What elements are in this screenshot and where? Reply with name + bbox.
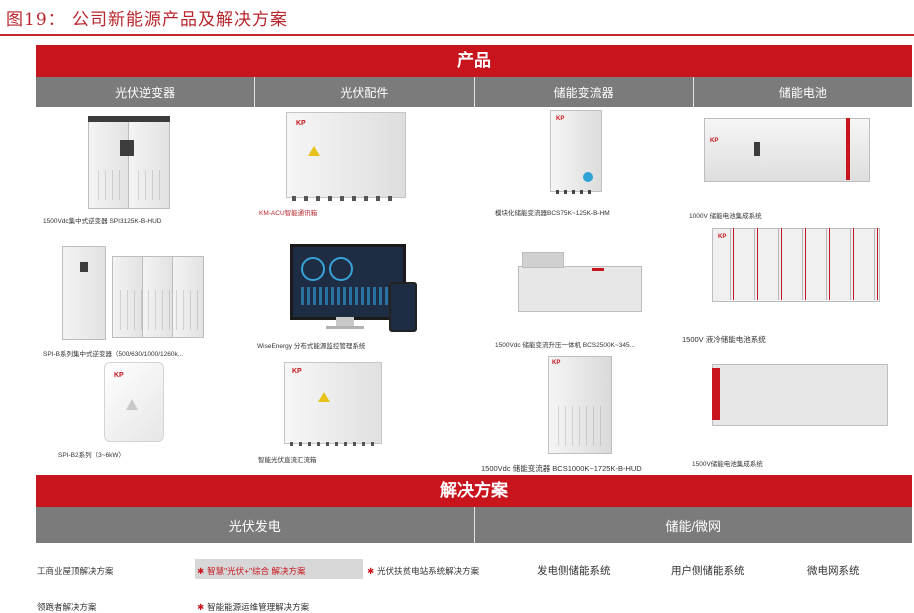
pcs-cabinet-body [548, 356, 612, 454]
battery-container-body [704, 118, 870, 182]
monitor-screen [290, 244, 406, 320]
bullet-star-icon: ✱ [367, 566, 375, 576]
category-storage-pcs: 储能变流器 [475, 77, 694, 107]
solution-microgrid: 微电网系统 [807, 565, 860, 577]
inverter-top-cap [88, 116, 170, 122]
caption-pcs-container: 1500Vdc 储能变流升压一体机 BCS2500K~345... [495, 342, 635, 349]
dashboard-gauge-icon [301, 257, 325, 281]
solution-commercial-rooftop: 工商业屋顶解决方案 [37, 565, 114, 577]
solution-category-bar: 光伏发电 储能/微网 [36, 507, 912, 543]
brand-stripe [592, 268, 604, 271]
warning-icon [318, 392, 330, 402]
category-storage-microgrid: 储能/微网 [665, 518, 722, 534]
brand-logo: KP [718, 234, 727, 240]
brand-stripe [712, 368, 720, 420]
caption-wiseenergy: WiseEnergy 分布式能源监控管理系统 [257, 343, 366, 350]
inverter-tall-cabinet [62, 246, 106, 340]
products-banner: 产品 [36, 45, 912, 77]
category-pv-accessories: 光伏配件 [255, 77, 475, 107]
figure-title: 图19： 公司新能源产品及解决方案 [6, 10, 289, 30]
brand-logo: KP [114, 372, 124, 379]
container-door-handle [754, 142, 760, 156]
brand-logo: KP [710, 138, 719, 144]
caption-spi-b-inverter: SPI-B系列集中式逆变器（500/630/1000/1260k... [43, 351, 184, 358]
dashboard-chart [301, 287, 391, 305]
solution-user-side-storage: 用户侧储能系统 [671, 565, 745, 577]
status-light-icon [583, 172, 593, 182]
battery-container-body [712, 364, 888, 426]
solution-label: 光伏扶贫电站系统解决方案 [377, 566, 480, 576]
solution-top-runner: 领跑者解决方案 [37, 601, 97, 613]
caption-spi-b2-inverter: SPI-B2系列（3~6kW） [58, 452, 126, 459]
solutions-banner: 解决方案 [36, 475, 912, 507]
brand-logo: KP [296, 120, 306, 127]
product-category-bar: 光伏逆变器 光伏配件 储能变流器 储能电池 [36, 77, 912, 107]
solution-generation-side-storage: 发电侧储能系统 [537, 565, 611, 577]
caption-modular-pcs: 模块化储能变流器BCS75K~125K-B-HM [495, 210, 610, 217]
caption-battery-1500v: 1500V储能电池集成系统 [692, 461, 763, 468]
cable-glands [290, 442, 374, 446]
cabinet-vent [552, 406, 606, 446]
solution-label: 智慧"光伏+"综合 解决方案 [207, 566, 306, 576]
inverter-cabinet [172, 256, 204, 338]
inverter-screen [80, 262, 88, 272]
inverter-vent [92, 170, 126, 200]
inverter-cabinet-left [88, 119, 130, 209]
pcs-unit-body [550, 110, 602, 192]
brand-logo: KP [292, 368, 302, 375]
caption-acu-box: KM-ACU智能通讯箱 [259, 210, 318, 217]
solution-poverty-alleviation: ✱光伏扶贫电站系统解决方案 [367, 565, 479, 577]
category-storage-battery: 储能电池 [778, 85, 827, 100]
inverter-cabinet [142, 256, 174, 338]
category-pv-generation: 光伏发电 [36, 507, 475, 543]
status-indicator-icon [126, 399, 138, 410]
figure-title-rule [0, 34, 914, 36]
warning-icon [308, 146, 320, 156]
solution-om-management: ✱智能能源运维管理解决方案 [197, 601, 309, 613]
acu-box-body [286, 112, 406, 198]
battery-rack-doors [712, 228, 878, 300]
solution-label: 工商业屋顶解决方案 [37, 566, 114, 576]
inverter-vent [132, 170, 166, 200]
caption-pcs-cabinet: 1500Vdc 储能变流器 BCS1000K~1725K-B-HUD [481, 464, 642, 473]
combiner-box-body [284, 362, 382, 444]
caption-central-inverter: 1500Vdc集中式逆变器 SPI3125K-B-HUD [43, 218, 162, 225]
container-roof-unit [522, 252, 564, 268]
brand-stripe [846, 118, 850, 180]
caption-battery-liquid: 1500V 液冷储能电池系统 [682, 335, 766, 344]
bullet-star-icon: ✱ [197, 566, 205, 576]
category-pv-inverter: 光伏逆变器 [36, 77, 256, 107]
dashboard-gauge-icon [329, 257, 353, 281]
highlighted-solution-bg [195, 559, 363, 579]
brand-logo: KP [552, 360, 561, 366]
cable-glands [556, 190, 594, 194]
monitor-base [326, 326, 364, 329]
solution-label: 智能能源运维管理解决方案 [207, 602, 310, 612]
bullet-star-icon: ✱ [197, 602, 205, 612]
caption-battery-1000v: 1000V 储能电池集成系统 [689, 213, 762, 220]
solution-smart-pv-plus: ✱智慧"光伏+"综合 解决方案 [197, 565, 306, 577]
phone-screen [389, 282, 417, 332]
solution-label: 领跑者解决方案 [37, 602, 97, 612]
inverter-display-panel [120, 140, 134, 156]
inverter-cabinet-right [128, 119, 170, 209]
inverter-vent [114, 290, 200, 330]
monitor-stand [336, 317, 354, 327]
caption-combiner-box: 智能光伏直流汇流箱 [258, 457, 317, 464]
container-body [518, 266, 642, 312]
cable-glands [292, 196, 396, 201]
brand-logo: KP [556, 116, 565, 122]
